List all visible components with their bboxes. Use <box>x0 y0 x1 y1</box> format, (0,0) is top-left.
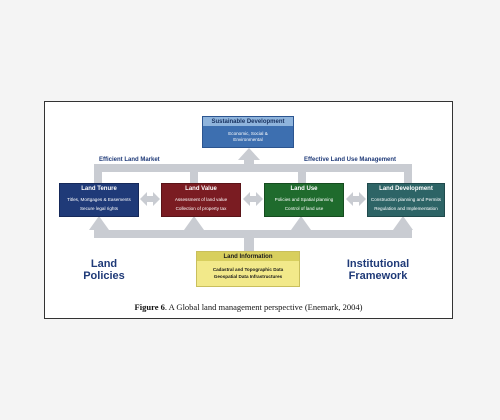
land-information-line-1: Cadastral and Topographic Data <box>212 267 284 272</box>
up-arrow-development <box>393 216 413 230</box>
institutional-framework-label: Institutional Framework <box>330 258 426 282</box>
up-arrow-value <box>184 216 204 230</box>
land-use-line-1: Policies and Spatial planning <box>274 197 334 202</box>
land-value-line-1: Assessment of land value <box>174 197 228 202</box>
land-value-title: Land Value <box>185 186 217 192</box>
land-tenure-line-1: Titles, Mortgages & Easements <box>67 197 131 202</box>
land-development-line-1: Construction planning and Permits <box>370 197 442 202</box>
land-value-line-2: Collection of property tax <box>175 206 227 211</box>
top-post-mid-right <box>298 164 306 184</box>
sustainable-development-title: Sustainable Development <box>203 117 293 126</box>
top-post-left <box>94 164 102 184</box>
sd-stem <box>244 158 254 168</box>
figure-caption-text: . A Global land management perspective (… <box>164 302 363 312</box>
institutional-framework-line-1: Institutional <box>346 258 410 270</box>
bottom-connector-bar <box>94 230 412 238</box>
land-tenure-title: Land Tenure <box>81 186 117 192</box>
land-use-title: Land Use <box>290 186 318 192</box>
institutional-framework-line-2: Framework <box>348 270 408 282</box>
top-post-mid-left <box>190 164 198 184</box>
figure-caption: Figure 6. A Global land management persp… <box>44 302 453 312</box>
info-stem <box>244 236 254 252</box>
figure-caption-label: Figure 6 <box>134 302 165 312</box>
land-tenure-box: Land Tenure Titles, Mortgages & Easement… <box>59 183 139 217</box>
land-information-title: Land Information <box>197 252 299 261</box>
sd-arrow-head <box>238 148 260 160</box>
effective-land-use-label: Effective Land Use Management <box>304 157 397 163</box>
up-arrow-use <box>291 216 311 230</box>
up-arrow-tenure-stem <box>95 229 103 233</box>
double-arrow-1 <box>140 192 160 206</box>
sustainable-development-line-1: Economic, Social & <box>228 130 268 136</box>
land-development-title: Land Development <box>379 186 433 192</box>
land-information-line-2: Geospatial Data Infrastructures <box>213 274 283 279</box>
land-policies-line-1: Land <box>90 258 118 270</box>
up-arrow-tenure <box>89 216 109 230</box>
top-post-right <box>404 164 412 184</box>
sustainable-development-box: Sustainable Development Economic, Social… <box>202 116 294 148</box>
double-arrow-3 <box>346 192 366 206</box>
sustainable-development-line-2: Environmental <box>233 136 263 142</box>
land-use-line-2: Control of land use <box>284 206 324 211</box>
land-policies-label: Land Policies <box>74 258 134 282</box>
land-information-box: Land Information Cadastral and Topograph… <box>196 251 300 287</box>
land-value-box: Land Value Assessment of land value Coll… <box>161 183 241 217</box>
double-arrow-2 <box>243 192 263 206</box>
land-policies-line-2: Policies <box>83 270 125 282</box>
land-tenure-line-2: Secure legal rights <box>79 206 119 211</box>
efficient-land-market-label: Efficient Land Market <box>99 157 160 163</box>
land-development-box: Land Development Construction planning a… <box>367 183 445 217</box>
land-development-line-2: Regulation and Implementation <box>374 206 438 211</box>
land-use-box: Land Use Policies and Spatial planning C… <box>264 183 344 217</box>
